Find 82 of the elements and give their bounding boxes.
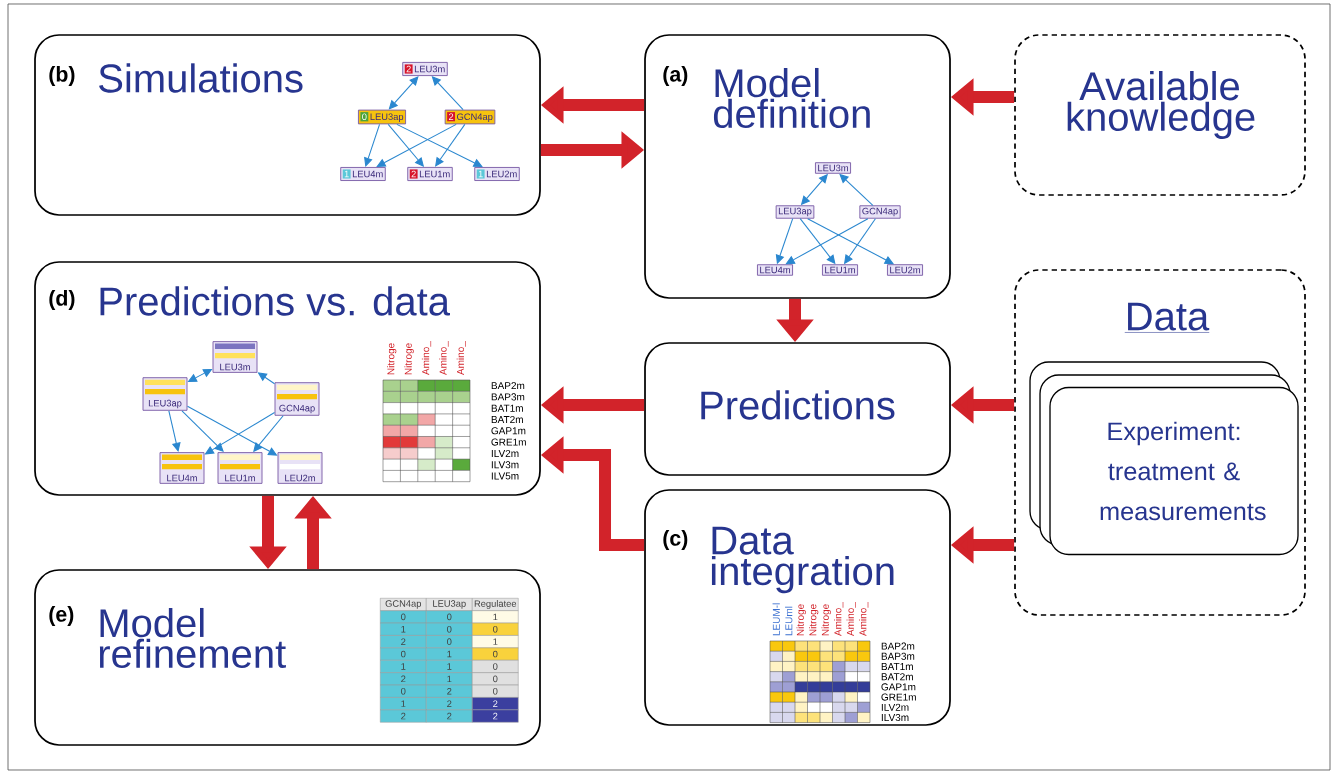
gene-box: GCN4ap [274, 382, 320, 416]
table-cell: 0 [472, 647, 519, 661]
table-cell: 2 [426, 684, 473, 698]
arrow [396, 123, 483, 167]
row-label: GRE1m [881, 693, 916, 701]
gene-box: LEU3ap [142, 377, 188, 411]
arrow [376, 123, 457, 167]
arrow [435, 123, 466, 167]
row-label: ILV3m [491, 461, 519, 469]
table-cell: 2 [472, 697, 519, 711]
row-label: ILV2m [881, 703, 909, 711]
arrow [388, 76, 419, 110]
row-label: GAP1m [881, 683, 916, 691]
gene-box: LEU4m [757, 264, 794, 276]
column-header: Nitroge [796, 604, 806, 636]
arrow [431, 76, 464, 111]
row-label: BAP3m [491, 393, 525, 401]
gene-box: LEU1m [821, 264, 859, 276]
gene-box: LEU2m [277, 452, 323, 484]
table-cell: 1 [380, 660, 427, 673]
table-cell: 0 [380, 647, 427, 661]
arrow [785, 218, 869, 265]
row-label: ILV2m [491, 449, 519, 457]
column-header: LEUM-l [772, 603, 780, 636]
row-label: BAT2m [881, 673, 913, 681]
column-header: Nitroge [404, 343, 414, 375]
table-cell: 1 [380, 622, 427, 636]
row-label: BAT1m [491, 404, 523, 412]
row-label: GAP1m [491, 427, 526, 435]
table-cell: 2 [380, 635, 427, 649]
table-cell: LEU3ap [426, 598, 473, 611]
arrow [364, 123, 381, 167]
card-stack: Experiment: treatment & measurements [1029, 361, 1299, 556]
table-cell: GCN4ap [380, 598, 427, 611]
column-header: Amino_ [421, 341, 432, 376]
gene-box: 0 LEU3ap [357, 109, 407, 125]
table-cell: 0 [426, 635, 473, 649]
table-cell: 2 [380, 709, 427, 723]
column-header: LEUml [785, 606, 793, 636]
column-header: Amino_ [439, 341, 449, 376]
gene-box: 1 LEU4m [340, 167, 386, 181]
dashed-box: Available knowledge [1014, 34, 1306, 196]
gene-box: 2 LEU3m [402, 61, 448, 77]
gene-box: LEU2m [887, 264, 924, 276]
column-header: Nitroge [809, 604, 819, 636]
column-header: Nitroge [387, 343, 397, 375]
row-label: BAP2m [881, 642, 915, 650]
row-label: BAP2m [491, 382, 525, 390]
table-cell: 1 [426, 660, 473, 673]
gene-box: LEU1m [217, 452, 263, 484]
table-cell: 0 [472, 684, 519, 698]
column-header: Amino_ [859, 602, 869, 637]
table-cell: 2 [426, 709, 473, 723]
table-cell: 0 [472, 660, 519, 673]
table-cell: 1 [472, 635, 519, 649]
table-cell: 0 [380, 684, 427, 698]
row-label: ILV5m [491, 472, 519, 480]
table-cell: 1 [380, 697, 427, 711]
gene-box: 2 GCN4ap [444, 109, 496, 125]
gene-box: LEU4m [159, 452, 205, 484]
gene-box: 1 LEU2m [474, 167, 520, 181]
column-header: Amino_ [846, 602, 856, 637]
gene-box: LEU3m [212, 341, 258, 373]
column-header: Amino_ [834, 602, 844, 637]
gene-box: GCN4ap [859, 205, 901, 219]
table-cell: 0 [426, 622, 473, 636]
row-label: ILV3m [881, 713, 909, 722]
row-label: GRE1m [491, 438, 526, 446]
column-header: Nitroge [821, 604, 831, 636]
table-cell: 2 [472, 709, 519, 723]
row-label: BAT2m [491, 416, 523, 423]
table-cell: 1 [426, 647, 473, 661]
table-cell: 0 [472, 622, 519, 636]
process-box: Predictions [644, 342, 951, 476]
row-label: BAT1m [881, 663, 913, 670]
row-label: BAP3m [881, 652, 915, 660]
table-cell: 2 [426, 697, 473, 711]
gene-box: 2 LEU1m [407, 166, 453, 182]
column-header: Amino_ [456, 341, 466, 376]
gene-box: LEU3ap [775, 205, 815, 219]
table-cell: Regulatee [472, 598, 519, 611]
gene-box: LEU3m [814, 162, 852, 174]
